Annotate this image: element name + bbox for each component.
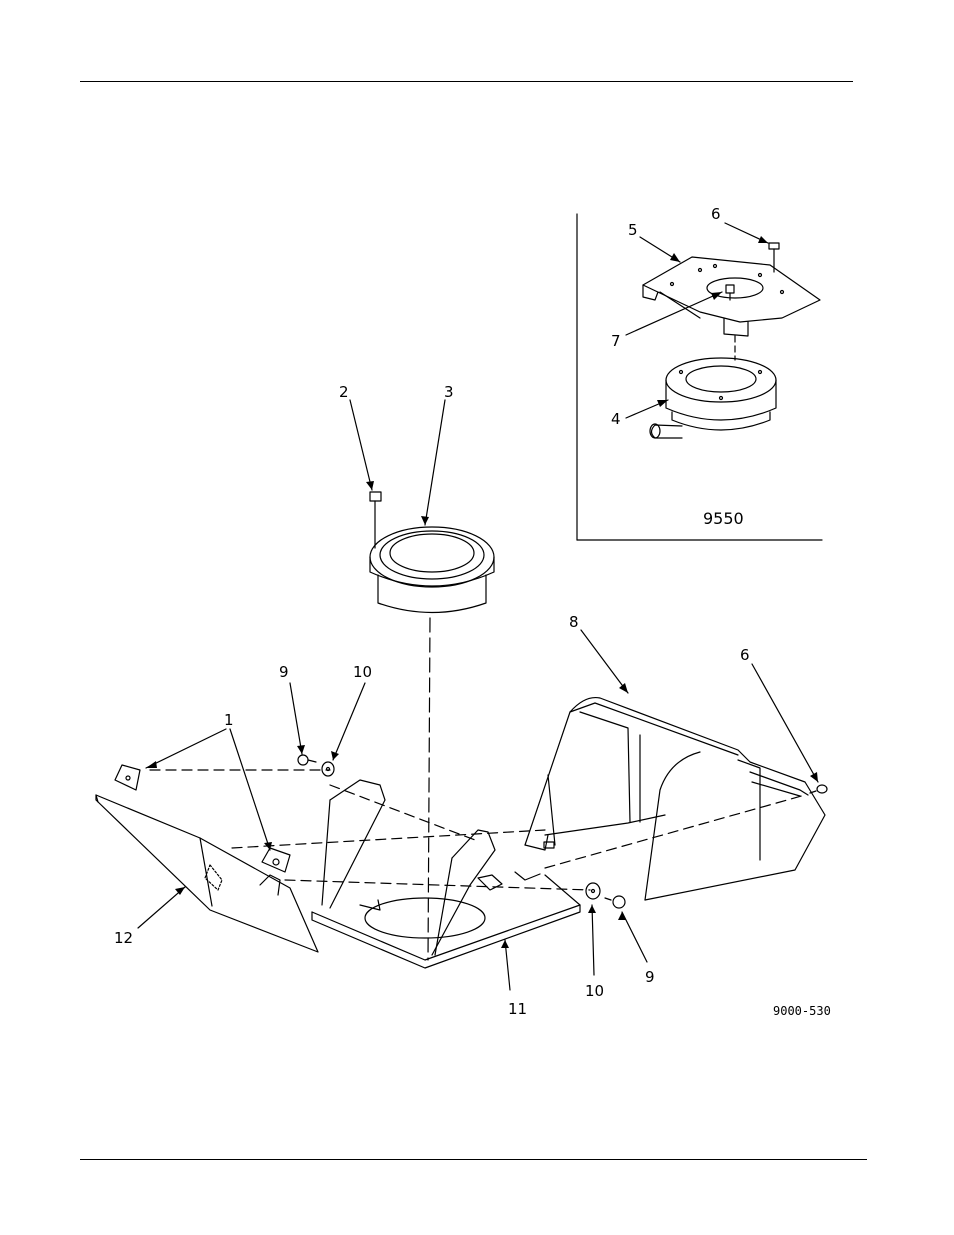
- callout-6-inset: 6: [711, 205, 721, 223]
- washer-part-10-left: [322, 762, 334, 776]
- inset-frame: [577, 214, 822, 540]
- callout-10-right: 10: [585, 982, 604, 1000]
- bracket-plate-part-5: [643, 257, 820, 336]
- figure-code: 9000-530: [773, 1004, 831, 1018]
- callout-1: 1: [224, 711, 234, 729]
- callout-2: 2: [339, 383, 349, 401]
- bolt-part-9-left: [298, 755, 316, 765]
- hood-cover-part-8: [525, 698, 825, 900]
- callout-3: 3: [444, 383, 454, 401]
- washer-part-10-right: [586, 883, 600, 899]
- screw-part-2: [370, 492, 381, 548]
- leader-lines: [138, 223, 818, 990]
- callout-7: 7: [611, 332, 621, 350]
- base-plate-part-11: [312, 780, 580, 968]
- screw-part-6-inset: [769, 243, 779, 272]
- clip-part-1-upper: [115, 765, 140, 790]
- callout-5: 5: [628, 221, 638, 239]
- callout-9-right: 9: [645, 968, 655, 986]
- inset-model-label: 9550: [703, 509, 744, 528]
- fill-ring-part-3: [370, 527, 494, 613]
- callout-6-main: 6: [740, 646, 750, 664]
- screw-part-6-main: [810, 785, 827, 793]
- leader-arrowheads: [146, 236, 818, 948]
- callout-11: 11: [508, 1000, 527, 1018]
- bolt-part-9-right: [605, 896, 625, 908]
- clip-part-1-lower: [262, 848, 290, 872]
- callout-8: 8: [569, 613, 579, 631]
- alignment-line-vertical: [428, 618, 430, 960]
- ring-assembly-part-4: [650, 358, 776, 438]
- callout-10-left: 10: [353, 663, 372, 681]
- callout-9-left: 9: [279, 663, 289, 681]
- callout-4: 4: [611, 410, 621, 428]
- callout-12: 12: [114, 929, 133, 947]
